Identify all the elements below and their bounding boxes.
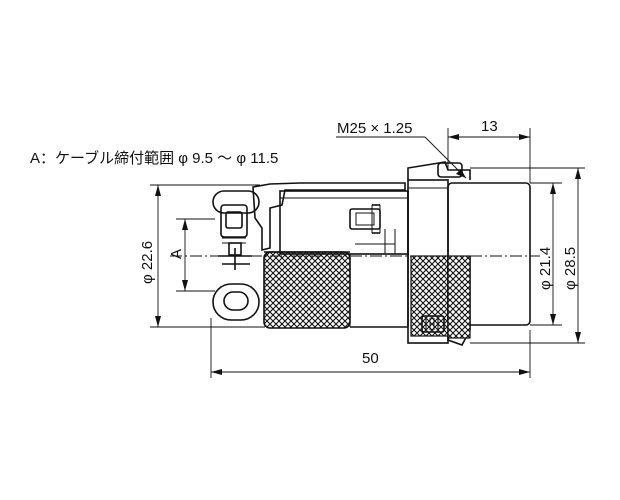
thread-label: M25 × 1.25 (337, 120, 412, 137)
dim-overall-length (210, 318, 531, 378)
dim-clamp-diameter (150, 184, 265, 328)
coupling-nut (407, 179, 449, 344)
dim-body-diameter (530, 182, 562, 326)
body-diameter-label: φ 21.4 (537, 247, 554, 290)
front-nut (447, 182, 531, 346)
cable-range-label: A (168, 249, 185, 259)
connector-body (212, 161, 531, 346)
lock-screw (349, 204, 396, 255)
cable-clamp-top (212, 190, 260, 244)
thread-leader (336, 136, 467, 179)
cable-clamp-bottom (212, 283, 260, 321)
dim-nut-length (447, 128, 531, 183)
thread-top (407, 161, 471, 180)
cable-range-note: A：ケーブル締付範囲 φ 9.5 〜 φ 11.5 (30, 149, 278, 167)
overall-length-label: 50 (362, 350, 379, 367)
clamp-diameter-label: φ 22.6 (139, 241, 156, 284)
nut-length-label: 13 (481, 118, 498, 135)
clamp-knurl (263, 251, 351, 329)
dim-cable-range (176, 218, 215, 292)
dim-nut-diameter (470, 167, 585, 344)
nut-diameter-label: φ 28.5 (562, 247, 579, 290)
clamp-housing (252, 182, 406, 252)
